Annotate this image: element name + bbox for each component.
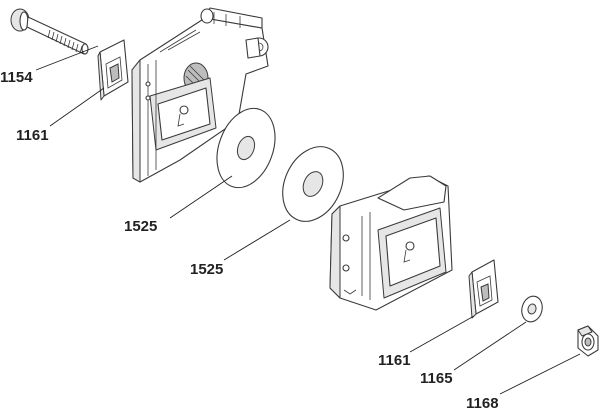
main-bracket-part — [131, 7, 269, 183]
washer-1165-part — [521, 295, 543, 323]
leader-1525-second — [223, 219, 291, 261]
callout-1161-left: 1161 — [16, 127, 49, 144]
callout-1525-first: 1525 — [124, 218, 158, 235]
leader-1168 — [499, 353, 581, 395]
leader-1165 — [453, 321, 527, 371]
callout-1168: 1168 — [466, 395, 499, 412]
callout-1161-right: 1161 — [378, 352, 411, 369]
callout-1154: 1154 — [0, 69, 33, 86]
leader-1161-right — [409, 315, 475, 353]
washer-1525-first — [216, 107, 276, 189]
nut-1168-part — [577, 325, 599, 357]
callout-1165: 1165 — [420, 370, 453, 387]
washer-1525-second — [282, 146, 344, 222]
lower-bracket-part — [329, 175, 453, 311]
bolt-part — [10, 8, 89, 55]
leader-1161-left — [49, 87, 105, 127]
leader-1154 — [35, 45, 99, 71]
callout-1525-second: 1525 — [190, 261, 224, 278]
clip-part-left — [97, 39, 129, 101]
leader-1525-first — [169, 175, 233, 219]
clip-part-right — [468, 259, 499, 319]
